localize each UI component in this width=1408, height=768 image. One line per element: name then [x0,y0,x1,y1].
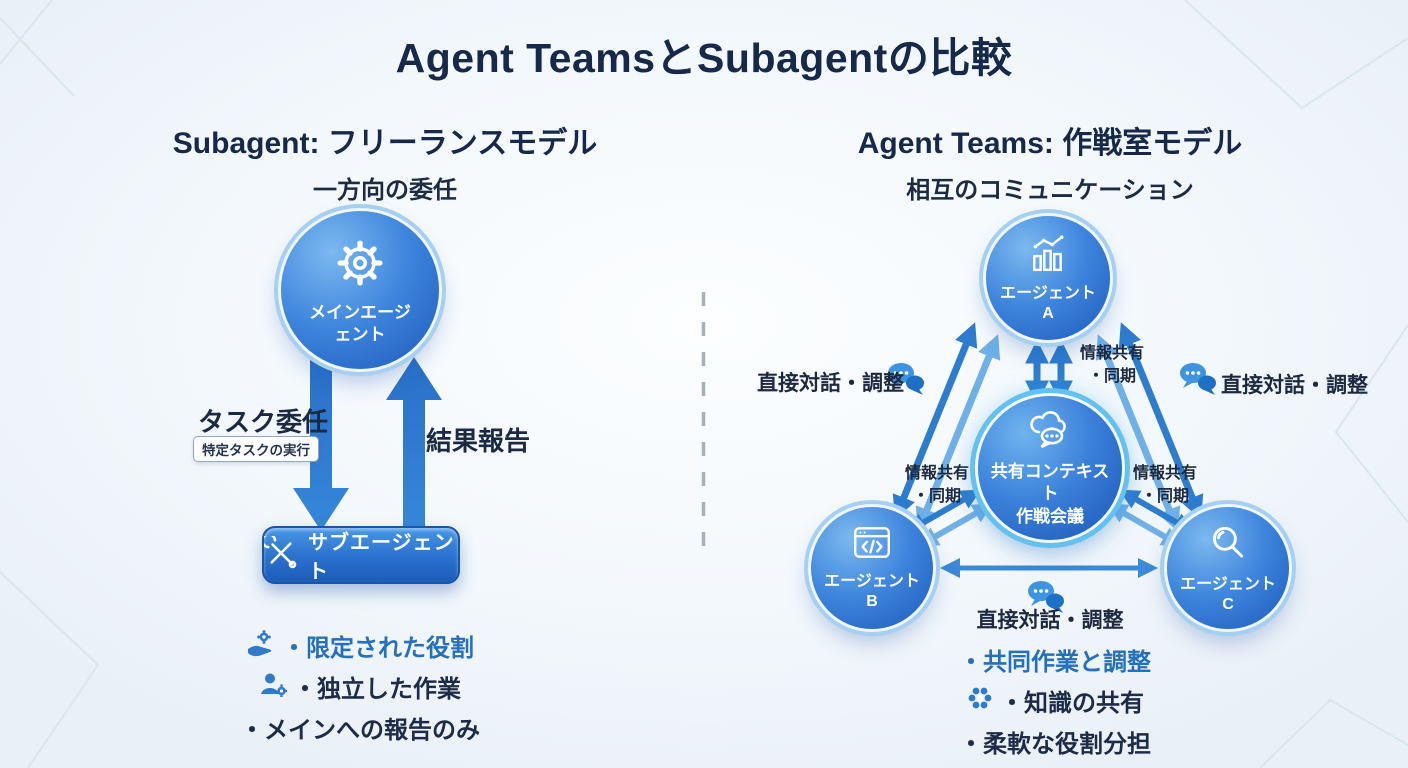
main-agent-node: メインエージェント [281,211,439,369]
sync-label-right-line2: ・同期 [1140,488,1189,506]
left-bullet-1: ・限定された役割 [282,635,474,662]
sync-label-top-line1: 情報共有 [1079,345,1144,362]
list-item: ・メインへの報告のみ [240,710,480,745]
agent-b-name: エージェント [824,572,920,590]
agent-b-node: エージェント B [811,507,933,629]
subagent-label: サブエージェント [308,532,455,583]
delegate-note-box: 特定タスクの実行 [193,436,319,462]
report-label: 結果報告 [426,426,531,456]
left-heading: Subagent: フリーランスモデル [172,127,598,160]
right-bullet-2: ・知識の共有 [1000,690,1144,717]
chart-icon [1026,233,1070,278]
right-bullet-list: ・共同作業と調整 ・知識の共有 ・柔軟な役割分担 [920,642,1190,759]
agent-a-label: エージェント A [996,284,1100,324]
agent-a-node: エージェント A [986,216,1110,340]
agent-c-letter: C [1222,595,1234,613]
right-heading: Agent Teams: 作戦室モデル [857,127,1243,160]
cloud-chat-icon [1024,408,1076,455]
agent-b-letter: B [866,592,878,610]
hub-label-line2: 作戦会議 [1016,506,1084,526]
agent-c-node: エージェント C [1167,507,1289,629]
agent-a-letter: A [1042,304,1054,322]
agent-a-name: エージェント [1000,284,1096,302]
sync-label-right: 情報共有 ・同期 [1126,462,1204,508]
arrows-b-hub [905,489,994,547]
shared-context-hub-node: 共有コンテキスト 作戦会議 [978,396,1122,540]
right-subheading: 相互のコミュニケーション [906,177,1194,204]
network-icon [966,684,994,717]
gear-icon [332,235,388,296]
code-window-icon [851,525,893,566]
arrows-a-hub [1025,339,1073,405]
chat-bubbles-icon [1028,581,1064,613]
person-gear-icon [259,671,288,702]
list-item: ・共同作業と調整 [959,642,1151,677]
agent-c-name: エージェント [1180,575,1276,593]
list-item: ・独立した作業 [259,669,461,704]
right-section-header: Agent Teams: 作戦室モデル 相互のコミュニケーション [760,118,1340,205]
list-item: ・知識の共有 [966,683,1144,718]
right-bullet-1: ・共同作業と調整 [959,649,1151,676]
direct-dialog-label-left: 直接対話・調整 [757,372,904,395]
main-agent-label: メインエージェント [309,303,411,344]
subagent-node: サブエージェント [261,526,460,584]
chat-bubbles-icon [1180,363,1216,395]
report-arrow-up [386,357,442,527]
sync-label-left-line2: ・同期 [912,488,961,506]
list-item: ・柔軟な役割分担 [959,724,1151,759]
page-title: Agent TeamsとSubagentの比較 [395,35,1013,81]
list-item: ・限定された役割 [246,628,474,663]
sync-label-left-line1: 情報共有 [904,465,969,482]
left-section-header: Subagent: フリーランスモデル 一方向の委任 [60,118,710,205]
magnifier-icon [1207,522,1249,569]
hub-label: 共有コンテキスト 作戦会議 [986,461,1114,527]
agent-b-label: エージェント B [820,572,924,612]
left-subheading: 一方向の委任 [313,177,457,204]
delegate-arrow-down [293,356,349,531]
sync-label-left: 情報共有 ・同期 [898,462,976,508]
direct-dialog-label-right: 直接対話・調整 [1221,374,1368,397]
sync-label-top-line2: ・同期 [1087,368,1136,386]
tools-icon [261,532,298,575]
delegate-label: タスク委任 [198,407,329,437]
hand-gear-icon [246,629,276,662]
sync-label-right-line1: 情報共有 [1132,465,1197,482]
left-bullet-3: ・メインへの報告のみ [240,717,480,744]
hub-label-line1: 共有コンテキスト [990,462,1110,504]
sync-label-top: 情報共有 ・同期 [1068,342,1156,388]
arrows-hub-c [1106,489,1195,547]
agent-c-label: エージェント C [1176,575,1280,615]
chat-bubbles-icon [888,363,924,395]
left-bullet-2: ・独立した作業 [293,676,461,703]
direct-dialog-label-bottom: 直接対話・調整 [976,609,1124,632]
left-bullet-list: ・限定された役割 ・独立した作業 ・メインへの報告のみ [185,628,535,745]
right-bullet-3: ・柔軟な役割分担 [959,731,1151,758]
